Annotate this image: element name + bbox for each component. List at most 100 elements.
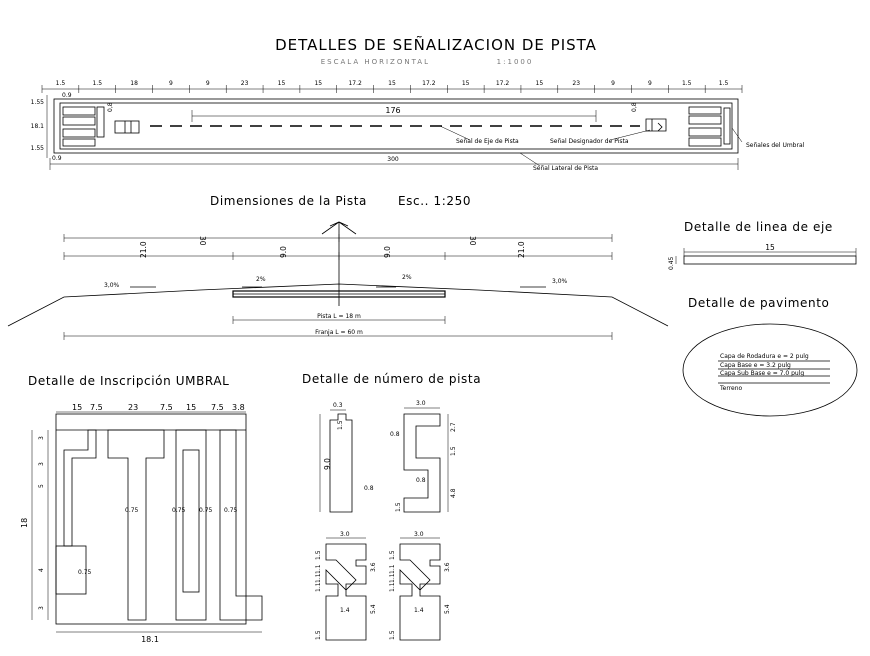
- umbral-letter-1-foot: [55, 545, 87, 595]
- plan-left-top-small: 0.9: [62, 92, 72, 99]
- plan-top-dim: 9: [169, 80, 173, 87]
- eje-detail: Detalle de linea de eje 15 0.45: [668, 220, 857, 270]
- umbral-width-5: 0.75: [78, 569, 92, 576]
- plan-top-dim: 1.5: [682, 80, 692, 87]
- umbral-top-dim-1: 15: [72, 403, 82, 412]
- eje-title: Detalle de linea de eje: [684, 220, 833, 234]
- m2-g: 5.4: [444, 604, 451, 614]
- plan-top-dim: 17.2: [422, 80, 436, 87]
- m1-g: 5.4: [370, 604, 377, 614]
- layer-subbase: Capa Sub Base e = 7.0 pulg: [720, 370, 804, 377]
- m1-b: 1.1: [315, 564, 322, 574]
- plan-mark-left: 0,8: [107, 102, 114, 112]
- eje-length: 15: [765, 243, 775, 252]
- umbral-top-dim-6: 7.5: [211, 403, 224, 412]
- m1-a: 1.5: [315, 550, 322, 560]
- umbral-top-dim-5: 15: [186, 403, 196, 412]
- five-top: 3.0: [416, 400, 426, 407]
- plan-left-bottom-small: 0.9: [52, 155, 62, 162]
- threshold-left: [62, 106, 105, 147]
- section-dim-9-right: 9.0: [383, 246, 392, 258]
- crown-left: 2%: [256, 276, 266, 283]
- plan-top-dim: 1.5: [719, 80, 729, 87]
- section-scale: Esc.. 1:250: [398, 194, 471, 208]
- layer-rodadura: Capa de Rodadura e = 2 pulg: [720, 353, 809, 360]
- label-designador: Señal Designador de Pista: [550, 138, 629, 145]
- umbral-left-dim-5: 3: [38, 606, 45, 610]
- umbral-top-dim-2: 7.5: [90, 403, 103, 412]
- center-length: 176: [385, 106, 400, 115]
- numero-m-right: 3.0 1.5 1.1 1.1 1.1 3.6 1.4 5.4 1.5: [389, 531, 451, 641]
- plan-top-dim: 15: [388, 80, 396, 87]
- pavimento-detail: Detalle de pavimento Capa de Rodadura e …: [682, 296, 858, 417]
- umbral-left-dim-3: 5: [38, 484, 45, 488]
- pavimento-ellipse: [682, 323, 858, 417]
- section-dim-21-right: 21.0: [517, 241, 526, 258]
- numero-detail: Detalle de número de pista 0.3 1.5 9.0 0…: [302, 372, 481, 641]
- m1-f: 1.4: [340, 607, 350, 614]
- umbral-title: Detalle de Inscripción UMBRAL: [28, 374, 229, 388]
- m2-a: 1.5: [389, 550, 396, 560]
- label-eje: Señal de Eje de Pista: [456, 138, 519, 145]
- pista-label: Pista L = 18 m: [317, 313, 361, 320]
- umbral-top-dim-3: 23: [128, 403, 138, 412]
- plan-left-dim-3: 1.55: [31, 145, 45, 152]
- five-g: 1.5: [395, 502, 402, 512]
- plan-top-dim: 17.2: [348, 80, 362, 87]
- section-title: Dimensiones de la Pista: [210, 194, 367, 208]
- umbral-letter-3-inner: [182, 449, 200, 593]
- threshold-right: [688, 106, 731, 147]
- umbral-letter-1: [63, 429, 97, 547]
- umbral-left-dim-1: 3: [38, 436, 45, 440]
- m2-e: 3.6: [444, 562, 451, 572]
- runway-inner: [59, 102, 733, 150]
- umbral-detail: Detalle de Inscripción UMBRAL 15 7.5 23 …: [20, 374, 263, 644]
- umbral-width-3: 0.75: [199, 507, 213, 514]
- label-umbral: Señales del Umbral: [746, 142, 805, 149]
- m1-h: 1.5: [315, 630, 322, 640]
- plan-left-dim-1: 1.55: [31, 99, 45, 106]
- plan-top-dim: 15: [314, 80, 322, 87]
- section-dim-21-left: 21.0: [139, 241, 148, 258]
- plan-top-dim: 15: [462, 80, 470, 87]
- section-dim-30-right: 30: [468, 236, 477, 246]
- one-height: 9.0: [323, 458, 332, 470]
- slope-left: 3,0%: [104, 282, 120, 289]
- umbral-height: 18: [20, 518, 29, 528]
- plan-top-dim: 9: [206, 80, 210, 87]
- plan-top-dim: 1.5: [92, 80, 102, 87]
- designator-right: [645, 118, 667, 132]
- numero-title: Detalle de número de pista: [302, 372, 481, 386]
- five-c: 0.8: [390, 431, 400, 438]
- m2-h: 1.5: [389, 630, 396, 640]
- label-lateral: Señal Lateral de Pista: [533, 165, 598, 172]
- numero-digit-5: 3.0 2.7 0.8 1.5 0.8 4.8 1.5: [390, 400, 457, 513]
- plan-top-dim: 23: [241, 80, 249, 87]
- designator-left: [114, 120, 140, 134]
- ground-profile: [7, 283, 669, 327]
- cross-section: Dimensiones de la Pista Esc.. 1:250 30 3…: [7, 194, 669, 340]
- m1-c: 1.1: [315, 573, 322, 583]
- five-d: 1.5: [450, 446, 457, 456]
- one-a: 1.5: [337, 420, 344, 430]
- layer-base: Capa Base e = 3.2 pulg: [720, 362, 791, 369]
- umbral-letter-4: [219, 429, 263, 621]
- plan-top-dim: 18: [130, 80, 138, 87]
- umbral-frame: [55, 413, 247, 625]
- section-dim-9-left: 9.0: [279, 246, 288, 258]
- umbral-width-2: 0.75: [172, 507, 186, 514]
- runway-outline: [53, 98, 739, 154]
- m1-d: 1.1: [315, 582, 322, 592]
- numero-m-left: 3.0 1.5 1.1 1.1 1.1 3.6 1.4 5.4 1.5: [315, 531, 377, 641]
- franja-label: Franja L = 60 m: [315, 329, 363, 336]
- eje-width: 0.45: [668, 256, 675, 270]
- plan-top-dim: 9: [648, 80, 652, 87]
- plan-mark-right: 0,8: [631, 102, 638, 112]
- one-top: 0.3: [333, 402, 343, 409]
- five-f: 4.8: [450, 488, 457, 498]
- page-title: DETALLES DE SEÑALIZACION DE PISTA: [275, 35, 597, 54]
- five-b: 2.7: [450, 422, 457, 432]
